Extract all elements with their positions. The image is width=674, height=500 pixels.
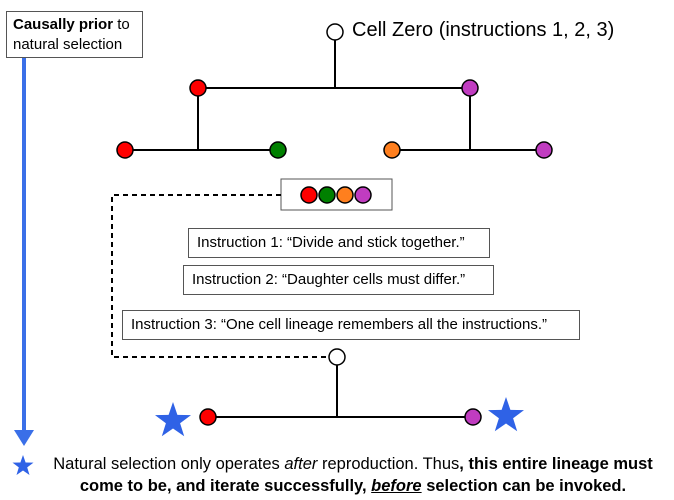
- note-before: before: [371, 477, 422, 495]
- cluster-cell-red: [300, 186, 318, 204]
- note-bold2: selection can be invoked: [421, 477, 622, 495]
- lower-root-cell: [328, 348, 346, 366]
- cluster-cell-orange: [336, 186, 354, 204]
- prior-line2: natural selection: [13, 36, 123, 53]
- causally-prior-box: Causally prior to natural selection: [6, 11, 143, 58]
- instruction-2-box: Instruction 2: “Daughter cells must diff…: [183, 265, 494, 295]
- lower-cell-magenta: [464, 408, 482, 426]
- cell-zero-title: Cell Zero (instructions 1, 2, 3): [352, 19, 615, 41]
- cell-magenta-gen2: [535, 141, 553, 159]
- note-part2: reproduction. Thus: [317, 455, 460, 473]
- cell-red-gen2: [116, 141, 134, 159]
- star-icon-right: [488, 397, 524, 432]
- prior-rest: to: [113, 16, 130, 33]
- note-end: .: [621, 477, 627, 495]
- note-bold1: , this entire lineage must come to be, a…: [79, 455, 653, 495]
- star-icon-note: [12, 455, 34, 475]
- dashed-connector: [111, 194, 328, 358]
- note-after: after: [284, 455, 318, 473]
- cell-green-gen2: [269, 141, 287, 159]
- causal-arrow-head: [14, 430, 34, 446]
- cluster-cell-magenta: [354, 186, 372, 204]
- instruction-1-box: Instruction 1: “Divide and stick togethe…: [188, 228, 490, 258]
- prior-strong: Causally prior: [13, 16, 114, 33]
- cluster-cell-green: [318, 186, 336, 204]
- note-part1: Natural selection only operates: [53, 455, 285, 473]
- cell-zero-circle: [326, 23, 344, 41]
- selection-note: Natural selection only operates after re…: [38, 453, 668, 497]
- cell-magenta-gen1: [461, 79, 479, 97]
- star-icon-left: [155, 402, 191, 437]
- lower-cell-red: [199, 408, 217, 426]
- instruction-3-box: Instruction 3: “One cell lineage remembe…: [122, 310, 580, 340]
- cell-orange-gen2: [383, 141, 401, 159]
- cell-red-gen1: [189, 79, 207, 97]
